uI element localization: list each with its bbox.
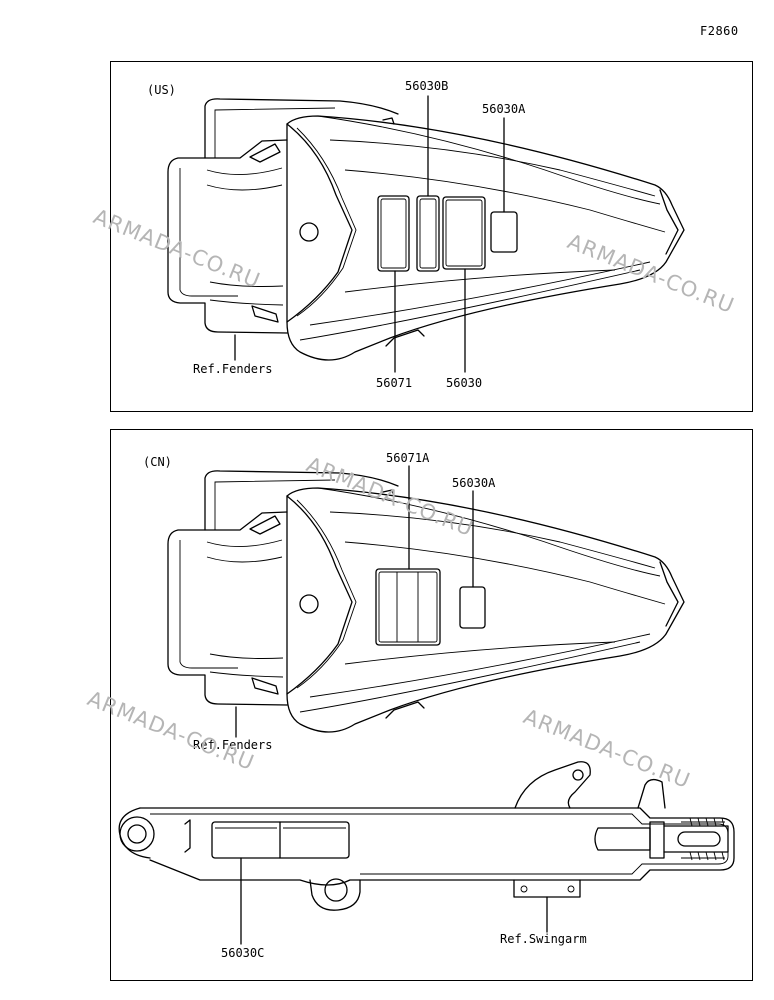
label-56071 bbox=[377, 195, 410, 272]
callout-ref-swingarm: Ref.Swingarm bbox=[500, 932, 587, 946]
label-56030b bbox=[416, 195, 440, 272]
callout-ref-fenders-cn: Ref.Fenders bbox=[193, 738, 272, 752]
watermark-4: ARMADA-CO.RU bbox=[84, 686, 258, 775]
callout-ref-fenders-us: Ref.Fenders bbox=[193, 362, 272, 376]
fender-us bbox=[167, 98, 685, 361]
label-56071a bbox=[375, 568, 441, 646]
callout-56030: 56030 bbox=[446, 376, 482, 390]
panel-us: (US) bbox=[110, 61, 753, 412]
figure-id: F2860 bbox=[700, 24, 739, 38]
callout-56030a-cn: 56030A bbox=[452, 476, 496, 490]
swingarm bbox=[118, 761, 735, 911]
label-56030c bbox=[211, 821, 350, 859]
callout-56030a-us: 56030A bbox=[482, 102, 526, 116]
panel-cn: (CN) bbox=[110, 429, 753, 981]
watermark-5: ARMADA-CO.RU bbox=[520, 704, 694, 793]
callout-56071: 56071 bbox=[376, 376, 412, 390]
callout-56030b: 56030B bbox=[405, 79, 448, 93]
region-label-cn: (CN) bbox=[143, 455, 172, 469]
label-56030 bbox=[442, 196, 486, 270]
watermark-2: ARMADA-CO.RU bbox=[564, 229, 738, 318]
region-label-us: (US) bbox=[147, 83, 176, 97]
leader-lines-cn bbox=[235, 465, 548, 945]
callout-56071a: 56071A bbox=[386, 451, 430, 465]
label-56030a-us bbox=[490, 211, 518, 253]
label-56030a-cn bbox=[459, 586, 486, 629]
watermark-1: ARMADA-CO.RU bbox=[90, 204, 264, 293]
leader-lines-us bbox=[234, 95, 505, 373]
watermark-3: ARMADA-CO.RU bbox=[303, 452, 477, 541]
callout-56030c: 56030C bbox=[221, 946, 264, 960]
